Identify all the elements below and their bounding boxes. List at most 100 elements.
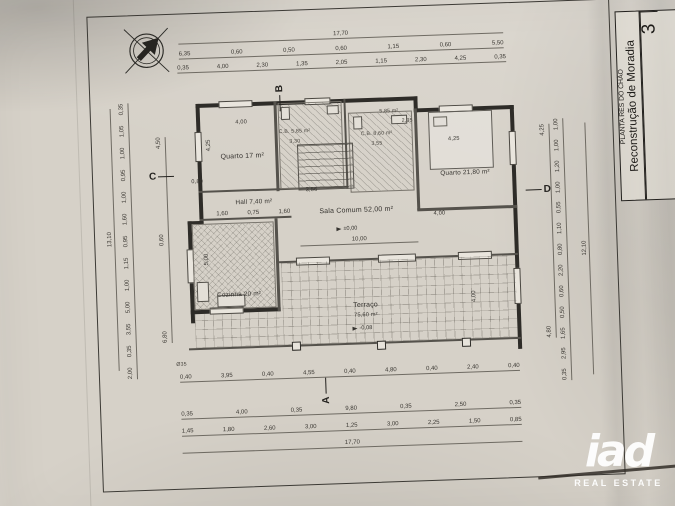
iad-logo: iad bbox=[584, 426, 655, 477]
dimension-value: 0,60 bbox=[230, 49, 243, 56]
dimension-value: 1,80 bbox=[222, 426, 235, 434]
dimension-value: 0,60 bbox=[559, 285, 566, 298]
dimension-value: 4,00 bbox=[216, 63, 229, 71]
section-line bbox=[525, 188, 542, 191]
bed bbox=[427, 109, 494, 170]
dimension-value: 0,95 bbox=[123, 235, 130, 248]
section-line bbox=[158, 175, 175, 178]
section-marker-a: A bbox=[321, 377, 332, 406]
terrace-tiles-left bbox=[194, 311, 284, 349]
dimension-value: 3,00 bbox=[386, 421, 399, 428]
dimension-value: 0,40 bbox=[261, 371, 274, 378]
wall-quarto2-bottom bbox=[417, 204, 518, 212]
dimension-value: 0,35 bbox=[118, 103, 125, 116]
dimension-value: 12,10 bbox=[580, 240, 588, 257]
room-label-quarto2: Quarto 21,80 m² bbox=[440, 168, 490, 178]
section-line bbox=[324, 377, 328, 394]
dimension-value: 1,20 bbox=[554, 160, 562, 172]
dimension-value: 0,55 bbox=[556, 201, 563, 214]
dimension-value: 5,50 bbox=[491, 40, 504, 47]
dimension-value: 1,00 bbox=[553, 118, 560, 131]
dimension-value: 3,00 bbox=[304, 424, 317, 431]
dim-quarto1-width: 4,00 bbox=[235, 119, 248, 126]
dimension-value: 0,35 bbox=[399, 403, 412, 411]
terrace-column bbox=[376, 340, 387, 350]
dim-sala-width: 10,00 bbox=[300, 234, 419, 247]
dimension-value: 13,10 bbox=[106, 232, 113, 248]
drawing-frame: PLANTA RÉS DO CHÃO Reconstrução de Morad… bbox=[86, 0, 675, 493]
title-block: PLANTA RÉS DO CHÃO Reconstrução de Morad… bbox=[614, 9, 675, 202]
toilet-fixture bbox=[353, 116, 363, 130]
window bbox=[508, 130, 517, 166]
dimension-value: 4,00 bbox=[235, 409, 248, 416]
dimension-value: 1,60 bbox=[122, 213, 129, 226]
dimension-value: 0,60 bbox=[335, 45, 348, 53]
dimension-value: 2,40 bbox=[466, 364, 479, 371]
dimension-value: 2,05 bbox=[335, 59, 348, 67]
dimension-value: 0,95 bbox=[120, 169, 128, 182]
room-label-sala: Sala Comum 52,00 m² bbox=[319, 205, 394, 216]
drain-note: Ø35 bbox=[176, 361, 187, 368]
dimension-value: 0,80 bbox=[557, 243, 564, 256]
section-marker-d: D bbox=[525, 184, 551, 196]
dimension-value: 5,00 bbox=[125, 301, 132, 314]
dimension-value: 2,50 bbox=[454, 401, 467, 409]
dimension-value: 0,35 bbox=[181, 411, 194, 418]
dimension-value: 0,50 bbox=[559, 305, 567, 318]
dimension-value: 0,60 bbox=[159, 234, 166, 247]
terrace-column bbox=[461, 337, 472, 347]
dimension-value: 1,00 bbox=[553, 139, 561, 152]
dimension-value: 4,25 bbox=[539, 123, 546, 136]
dimension-value: 6,80 bbox=[162, 331, 169, 344]
dimension-value: 4,55 bbox=[302, 370, 315, 377]
dimension-value: 1,15 bbox=[375, 58, 388, 65]
dim-cb1: 3,30 bbox=[289, 138, 301, 145]
dimension-value: 0,35 bbox=[509, 399, 522, 407]
dim-quarto2-width: 4,25 bbox=[447, 135, 460, 143]
level-marker-main: ±0,00 bbox=[336, 225, 357, 232]
window bbox=[194, 131, 203, 163]
dimension-value: 1,15 bbox=[387, 43, 400, 51]
section-marker-c: C bbox=[149, 171, 175, 183]
dimension-value: 1,00 bbox=[124, 279, 131, 292]
room-label-hall: Hall 7,40 m² bbox=[235, 197, 273, 207]
dimension-value: 0,40 bbox=[179, 374, 192, 381]
dimension-value: 6,35 bbox=[178, 51, 191, 58]
section-line bbox=[279, 95, 282, 112]
dimension-value: 0,35 bbox=[561, 368, 569, 381]
dimension-value: 4,80 bbox=[384, 367, 397, 374]
sheet-number: 3 bbox=[638, 10, 660, 46]
dim-cb2: 3,55 bbox=[371, 140, 383, 147]
dim-terraco-height: 4,00 bbox=[471, 290, 478, 303]
dim-right-total: 12,10 bbox=[575, 122, 595, 375]
dimension-value: 0,40 bbox=[507, 362, 520, 370]
dimension-value: 9,80 bbox=[345, 405, 358, 413]
room-label-suite-wc: 5,85 m² bbox=[379, 107, 399, 115]
dimension-value: 2,20 bbox=[558, 264, 565, 277]
dim-cozinha-height: 5,00 bbox=[203, 253, 211, 266]
bed-pillow bbox=[433, 116, 448, 127]
dimension-value: 1,50 bbox=[468, 418, 481, 425]
dimension-value: 1,05 bbox=[119, 125, 126, 138]
iad-watermark: iad REAL ESTATE bbox=[556, 426, 675, 489]
dimension-value: 1,10 bbox=[556, 222, 564, 235]
level-flag-icon bbox=[352, 326, 358, 331]
dimension-value: 0,40 bbox=[343, 368, 356, 376]
staircase bbox=[296, 142, 355, 191]
dimension-value: 1,00 bbox=[121, 191, 128, 204]
dimension-value: 2,25 bbox=[427, 419, 440, 427]
dimension-value: 4,50 bbox=[155, 137, 163, 150]
dimension-value: 2,30 bbox=[256, 62, 269, 69]
wall-quarto2-left bbox=[413, 108, 421, 211]
counter-fixture bbox=[196, 281, 210, 303]
room-label-terraco: Terraço bbox=[353, 301, 379, 310]
dimension-value: 1,60 bbox=[278, 208, 291, 216]
level-value: ±0,00 bbox=[343, 225, 358, 232]
dimension-value: 1,65 bbox=[560, 326, 567, 339]
dimension-value: 1,35 bbox=[296, 61, 308, 68]
dimension-value: 0,35 bbox=[494, 54, 507, 61]
dim-bottom-total: 17,70 bbox=[182, 433, 523, 454]
